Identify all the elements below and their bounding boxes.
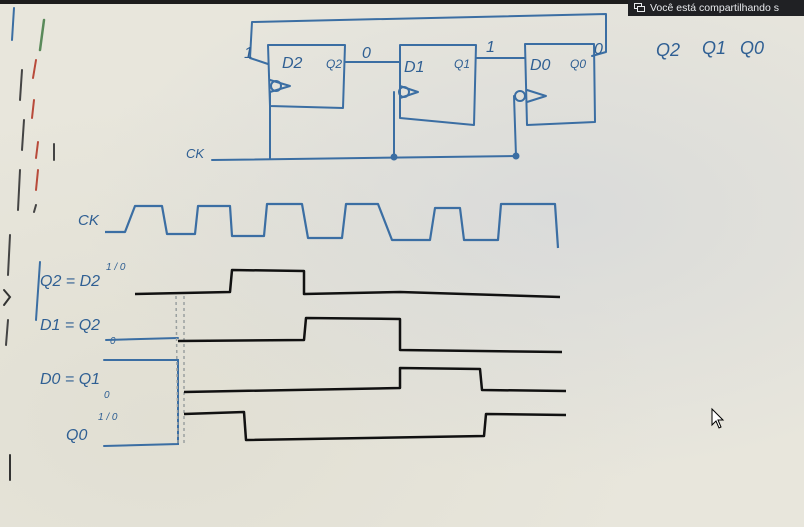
waveform-d0	[183, 366, 567, 394]
flip-flop-2	[267, 44, 346, 109]
timing-clock-label: CK	[78, 212, 100, 229]
row-q0-label: Q0	[66, 427, 87, 444]
flip-flop-0	[524, 43, 596, 126]
screen-share-notice: Você está compartilhando s	[650, 2, 779, 14]
output-order-q2: Q2	[656, 40, 680, 60]
margin-marks	[3, 7, 55, 481]
ff0-output-value: 0	[594, 41, 603, 58]
ff0-q-label: Q0	[570, 57, 586, 71]
window-top-edge	[0, 0, 628, 4]
row-q2-label: Q2 = D2	[40, 273, 100, 290]
row-d0-initial: 0	[104, 390, 110, 401]
circuit-diagram	[211, 13, 607, 161]
clock-waveform	[105, 202, 560, 249]
screen-share-icon	[634, 3, 645, 12]
waveform-q2	[134, 268, 561, 299]
ff1-d-label: D1	[404, 59, 424, 76]
timing-diagram: CK Q2 = D2 1 / 0 D1 = Q2 0 D0 = Q1 0 Q0 …	[35, 202, 567, 447]
ff1-q-label: Q1	[454, 57, 470, 71]
screen-share-banner[interactable]: Você está compartilhando s	[628, 0, 804, 16]
row-d1-initial: 0	[110, 336, 116, 347]
circuit-clock-label: CK	[186, 146, 205, 161]
flip-flop-0-clock	[526, 89, 547, 103]
output-order-q1: Q1	[702, 38, 726, 58]
ff2-d-label: D2	[282, 55, 303, 72]
ff2-output-value: 0	[362, 45, 371, 62]
row-d1-label: D1 = Q2	[40, 317, 100, 334]
mouse-cursor-icon	[711, 407, 725, 429]
waveform-d1	[177, 316, 563, 354]
ff0-d-label: D0	[530, 57, 551, 74]
ff1-output-value: 1	[486, 39, 495, 56]
waveform-q0	[183, 410, 567, 442]
clock-line	[211, 155, 519, 161]
feedback-wire	[249, 13, 607, 65]
row-q0-initial: 1 / 0	[98, 412, 118, 423]
output-order-q0: Q0	[740, 38, 764, 58]
ff2-q-label: Q2	[326, 57, 342, 71]
row-q2-initial: 1 / 0	[106, 262, 126, 273]
feedback-input-value: 1	[244, 45, 253, 62]
row-d0-label: D0 = Q1	[40, 371, 100, 388]
